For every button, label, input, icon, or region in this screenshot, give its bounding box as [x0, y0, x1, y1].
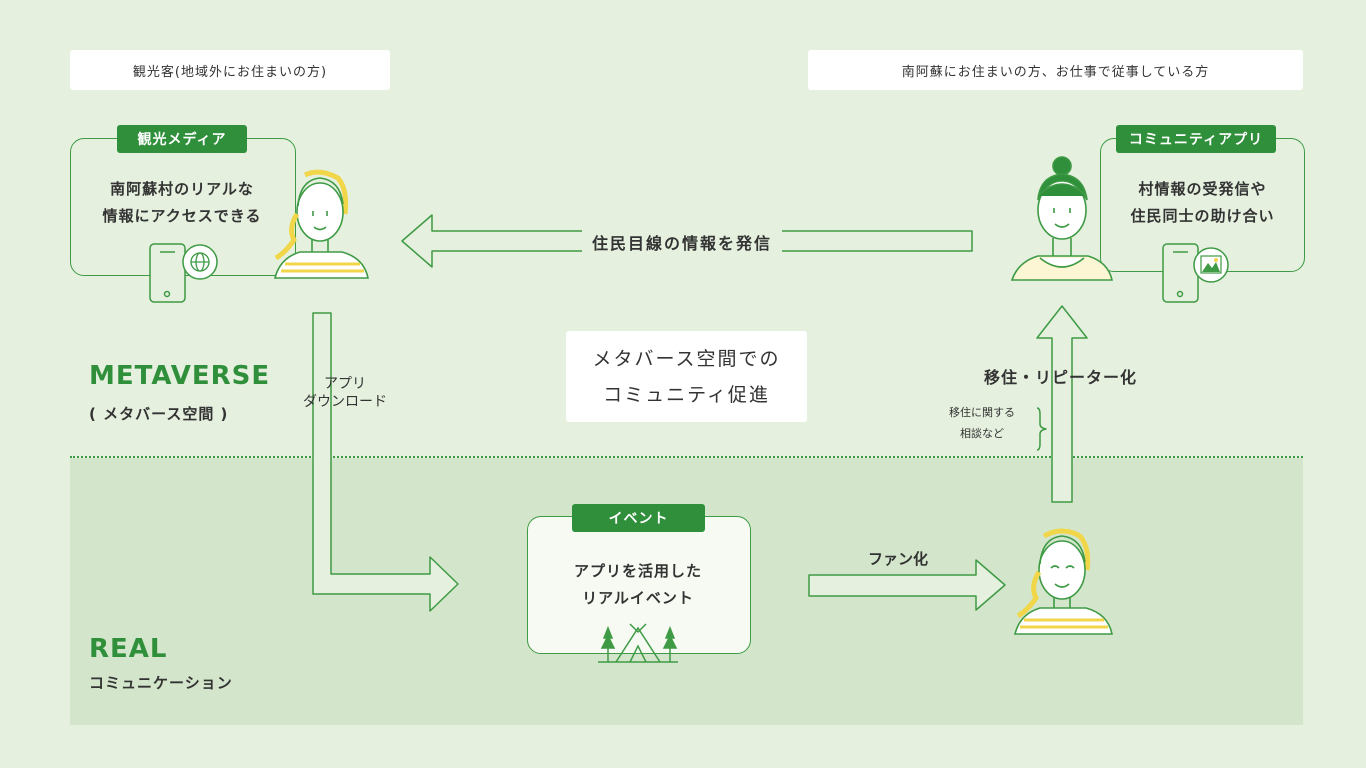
real-title: REAL [89, 634, 168, 664]
resident-person [1010, 156, 1113, 281]
metaverse-title: METAVERSE [89, 361, 271, 391]
photo-icon [1200, 255, 1222, 274]
section-divider [70, 456, 1303, 458]
download-line-2: ダウンロード [303, 394, 387, 410]
consult-line-1: 移住に関する [949, 406, 1015, 419]
info-flow-label: 住民目線の情報を発信 [582, 230, 783, 254]
migrate-arrow [1036, 305, 1088, 503]
metaverse-subtitle: ( メタバース空間 ) [89, 405, 229, 423]
visitors-label: 観光客(地域外にお住まいの方) [70, 50, 390, 90]
tent-icon [598, 623, 678, 663]
fan-arrow [808, 559, 1006, 611]
community-line-1: 村情報の受発信や [1138, 180, 1267, 198]
download-line-1: アプリ [324, 376, 366, 392]
event-line-2: リアルイベント [582, 589, 694, 607]
tourist-person [273, 169, 369, 279]
download-arrow [312, 312, 459, 612]
consult-brace [1036, 407, 1047, 451]
consult-label: 移住に関する 相談など [932, 402, 1032, 444]
event-tag: イベント [572, 504, 705, 532]
download-label: アプリ ダウンロード [290, 375, 400, 411]
media-tag: 観光メディア [117, 125, 247, 153]
smartphone-icon [149, 243, 218, 303]
media-line-2: 情報にアクセスできる [102, 207, 262, 225]
residents-label: 南阿蘇にお住まいの方、お仕事で従事している方 [808, 50, 1303, 90]
fan-person [1013, 528, 1113, 635]
media-line-1: 南阿蘇村のリアルな [110, 180, 254, 198]
center-box: メタバース空間での コミュニティ促進 [566, 331, 807, 422]
community-line-2: 住民同士の助け合い [1130, 207, 1275, 225]
community-tag: コミュニティアプリ [1116, 125, 1276, 153]
center-line-1: メタバース空間での [592, 347, 781, 370]
fan-label: ファン化 [867, 550, 928, 568]
real-subtitle: コミュニケーション [89, 674, 233, 692]
consult-line-2: 相談など [960, 427, 1004, 440]
center-line-2: コミュニティ促進 [603, 383, 770, 406]
event-line-1: アプリを活用した [573, 562, 702, 580]
media-text: 南阿蘇村のリアルな 情報にアクセスできる [82, 176, 282, 230]
event-text: アプリを活用した リアルイベント [538, 558, 738, 612]
migrate-label: 移住・リピーター化 [984, 368, 1138, 387]
globe-icon [190, 252, 210, 272]
community-text: 村情報の受発信や 住民同士の助け合い [1105, 176, 1300, 230]
